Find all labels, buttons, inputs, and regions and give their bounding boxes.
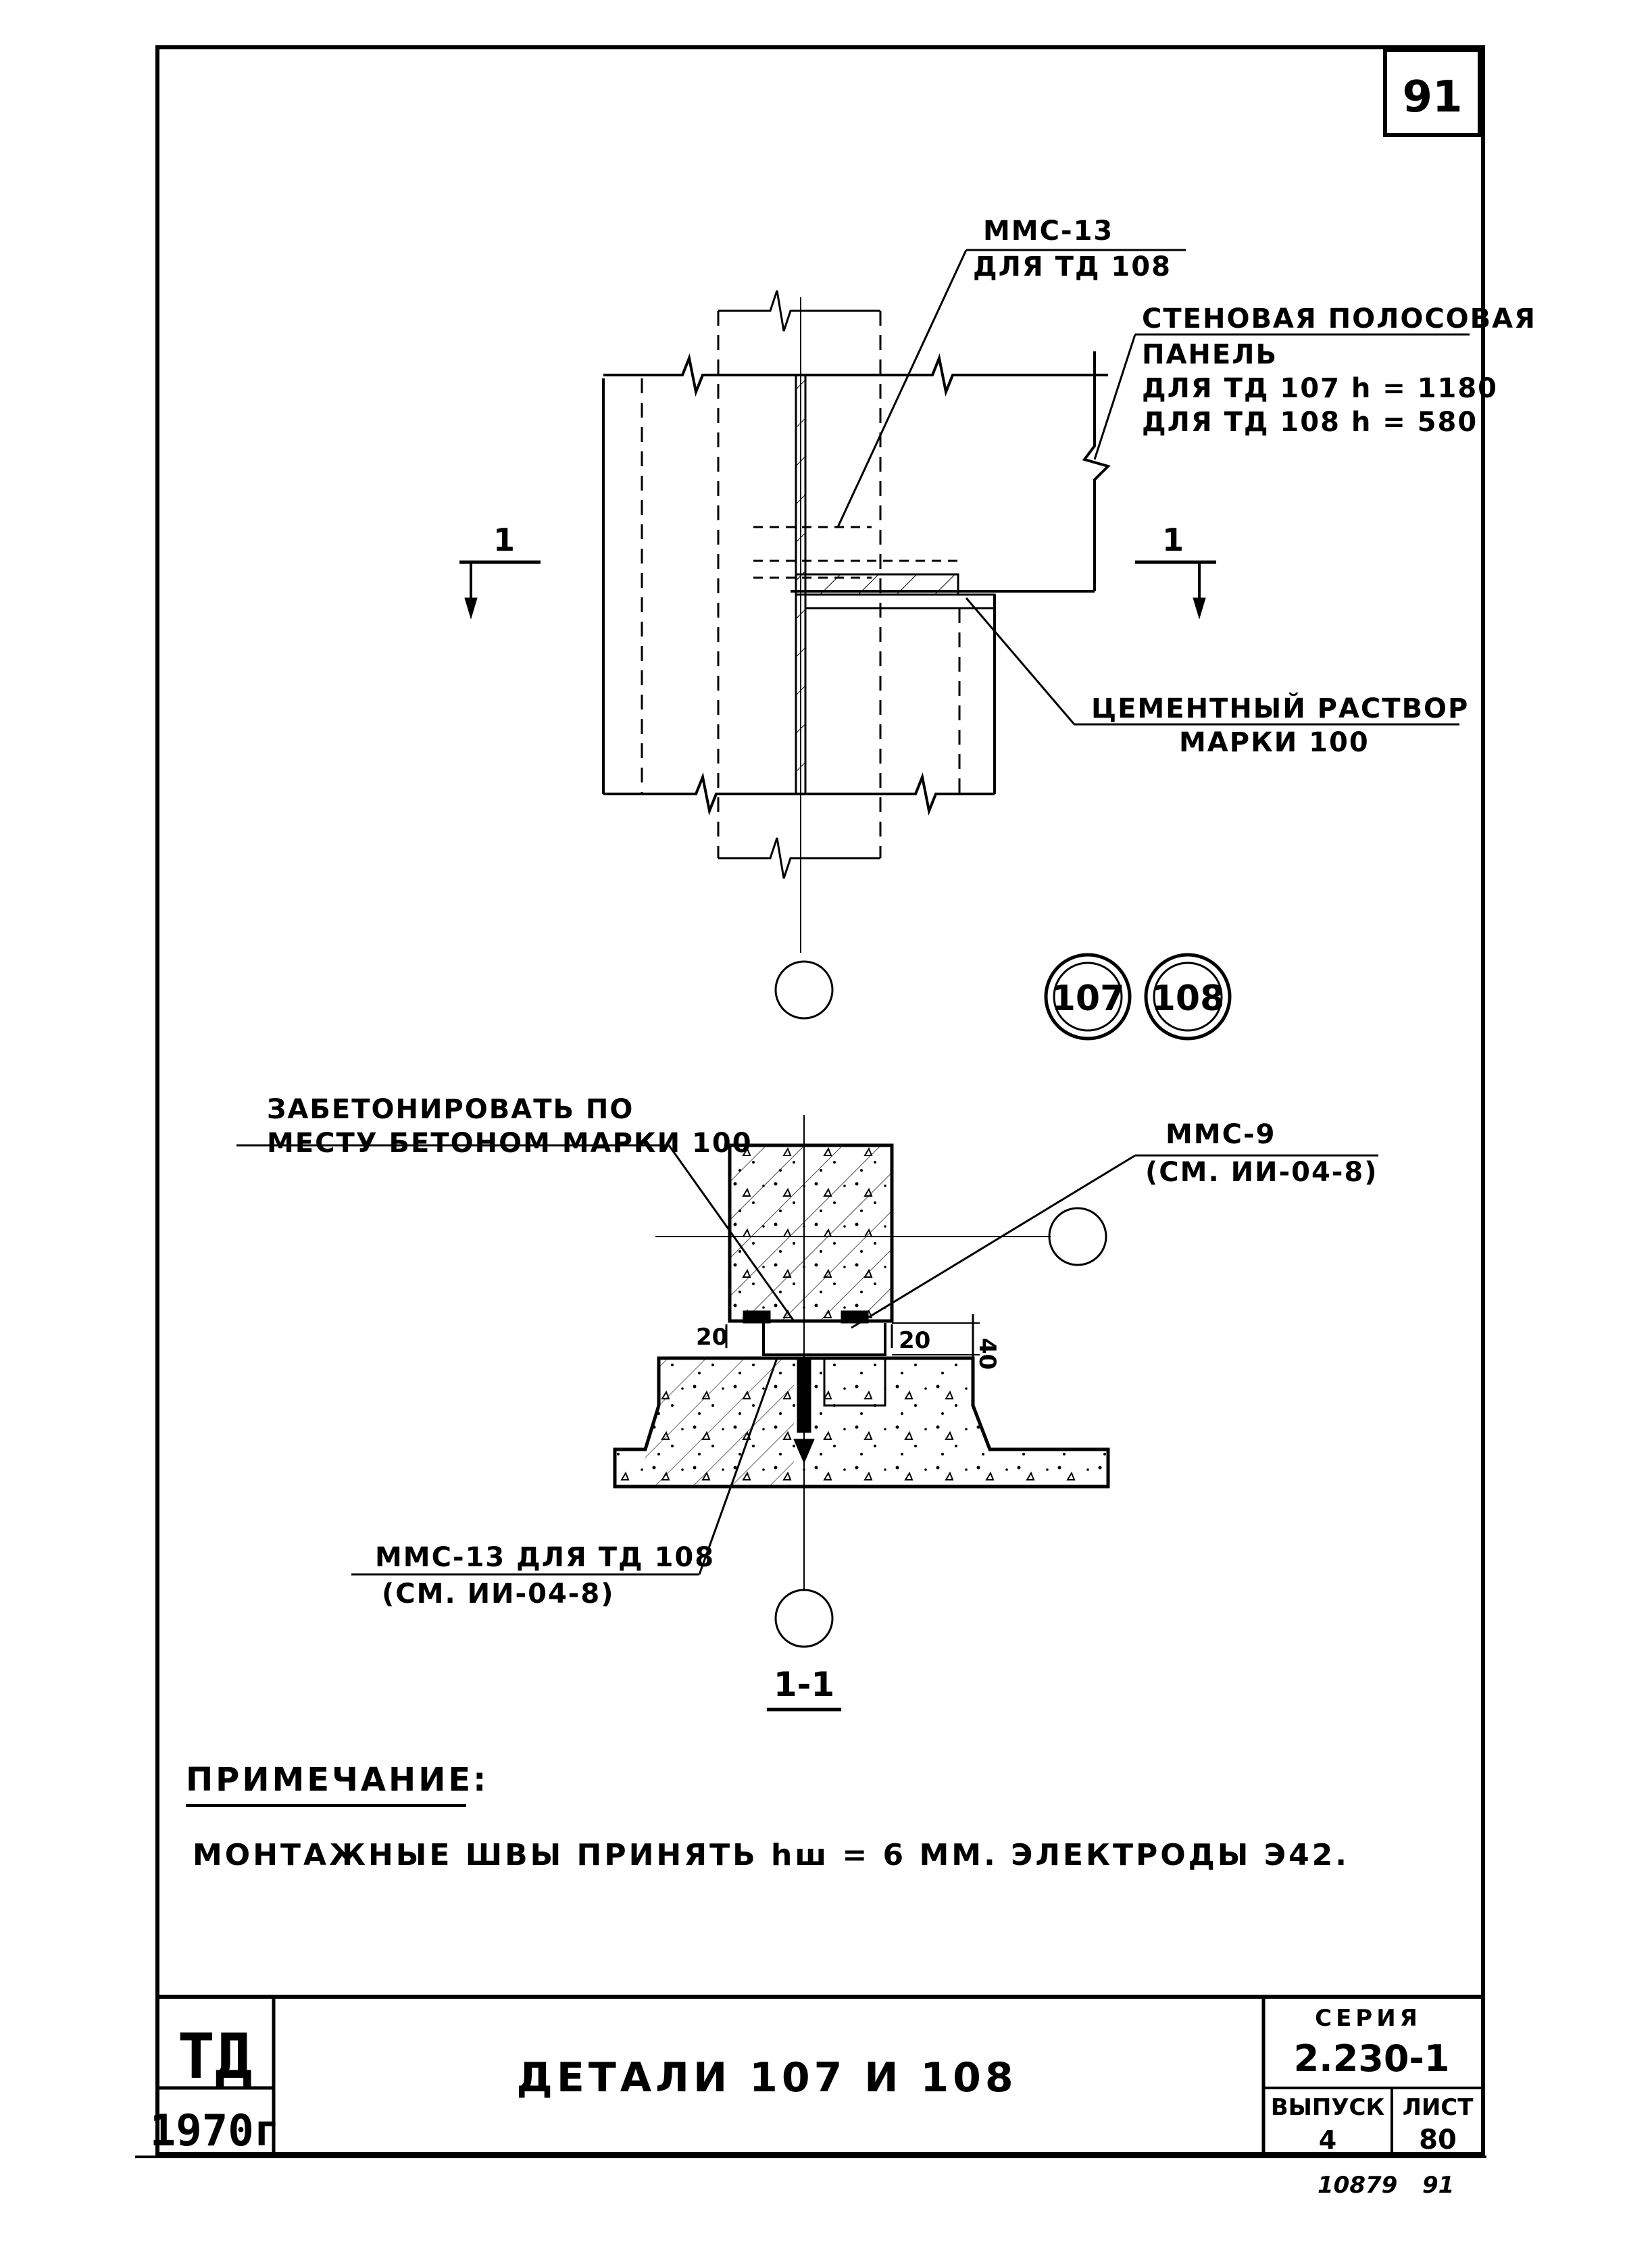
axis-bubble-section-bottom: [774, 1589, 834, 1648]
dimension-vertical: 40: [974, 1338, 1001, 1370]
mmc9-label-line1: ММС-9: [1166, 1119, 1276, 1150]
axis-bubble-plan: [774, 960, 834, 1020]
logo-top: ТД: [178, 2020, 253, 2093]
title-block-text: ТД 1970г ДЕТАЛИ 107 И 108 СЕРИЯ 2.230-1 …: [150, 2005, 1474, 2156]
note-heading: ПРИМЕЧАНИЕ:: [186, 1761, 489, 1799]
issue-value: 4: [1319, 2125, 1336, 2155]
detail-mark-108: 108: [1151, 978, 1225, 1019]
series-label: СЕРИЯ: [1315, 2005, 1422, 2032]
mmc13-label-line2: ДЛЯ ТД 108: [973, 251, 1172, 282]
title-block: [157, 1995, 1483, 2154]
concrete-label-line1: ЗАБЕТОНИРОВАТЬ ПО: [267, 1094, 634, 1125]
plan-view: [459, 249, 1470, 1020]
plan-view-labels: ММС-13 ДЛЯ ТД 108 СТЕНОВАЯ ПОЛОСОВАЯ ПАН…: [493, 216, 1536, 758]
sheet-frame: [135, 45, 1486, 2158]
detail-marks: 107 108: [1044, 953, 1232, 1041]
cut-label-right: 1: [1162, 522, 1184, 558]
mmc13-label-line1: ММС-13: [983, 216, 1113, 247]
footer-left: 10879: [1318, 2172, 1397, 2199]
issue-label: ВЫПУСК: [1271, 2094, 1385, 2121]
detail-mark-107: 107: [1051, 978, 1125, 1019]
panel-label-line3: ДЛЯ ТД 107 h = 1180: [1142, 373, 1498, 404]
logo-year: 1970г: [150, 2106, 280, 2156]
panel-label-line1: СТЕНОВАЯ ПОЛОСОВАЯ: [1142, 303, 1536, 334]
panel-label-line2: ПАНЕЛЬ: [1142, 339, 1278, 370]
axis-bubble-section-right: [1048, 1207, 1107, 1266]
sheet-number-box: 91: [1383, 48, 1482, 137]
panel-label-line4: ДЛЯ ТД 108 h = 580: [1142, 407, 1478, 438]
dimension-left: 20: [696, 1324, 728, 1351]
mmc13-section-label-line1: ММС-13 ДЛЯ ТД 108: [375, 1542, 715, 1573]
footer: 10879 91: [1318, 2172, 1454, 2199]
mortar-label-line1: ЦЕМЕНТНЫЙ РАСТВОР: [1091, 692, 1469, 724]
section-view: [236, 1115, 1378, 1648]
sheet-value: 80: [1419, 2124, 1457, 2156]
note-text: МОНТАЖНЫЕ ШВЫ ПРИНЯТЬ hш = 6 ММ. ЭЛЕКТРО…: [193, 1838, 1349, 1872]
mmc9-label-line2: (СМ. ИИ-04-8): [1145, 1157, 1378, 1188]
mortar-label-line2: МАРКИ 100: [1179, 727, 1370, 758]
sheet-number: 91: [1402, 72, 1462, 122]
drawing-title: ДЕТАЛИ 107 И 108: [516, 2054, 1017, 2101]
section-labels: ЗАБЕТОНИРОВАТЬ ПО МЕСТУ БЕТОНОМ МАРКИ 10…: [267, 1094, 1378, 1712]
mmc13-section-label-line2: (СМ. ИИ-04-8): [382, 1578, 615, 1610]
note-block: ПРИМЕЧАНИЕ: МОНТАЖНЫЕ ШВЫ ПРИНЯТЬ hш = 6…: [186, 1761, 1349, 1872]
cut-label-left: 1: [493, 522, 515, 558]
dimension-right: 20: [899, 1327, 930, 1354]
concrete-label-line2: МЕСТУ БЕТОНОМ МАРКИ 100: [267, 1128, 753, 1159]
series-value: 2.230-1: [1294, 2037, 1450, 2080]
sheet-label: ЛИСТ: [1403, 2094, 1474, 2121]
footer-right: 91: [1422, 2172, 1454, 2199]
section-title: 1-1: [774, 1665, 834, 1704]
